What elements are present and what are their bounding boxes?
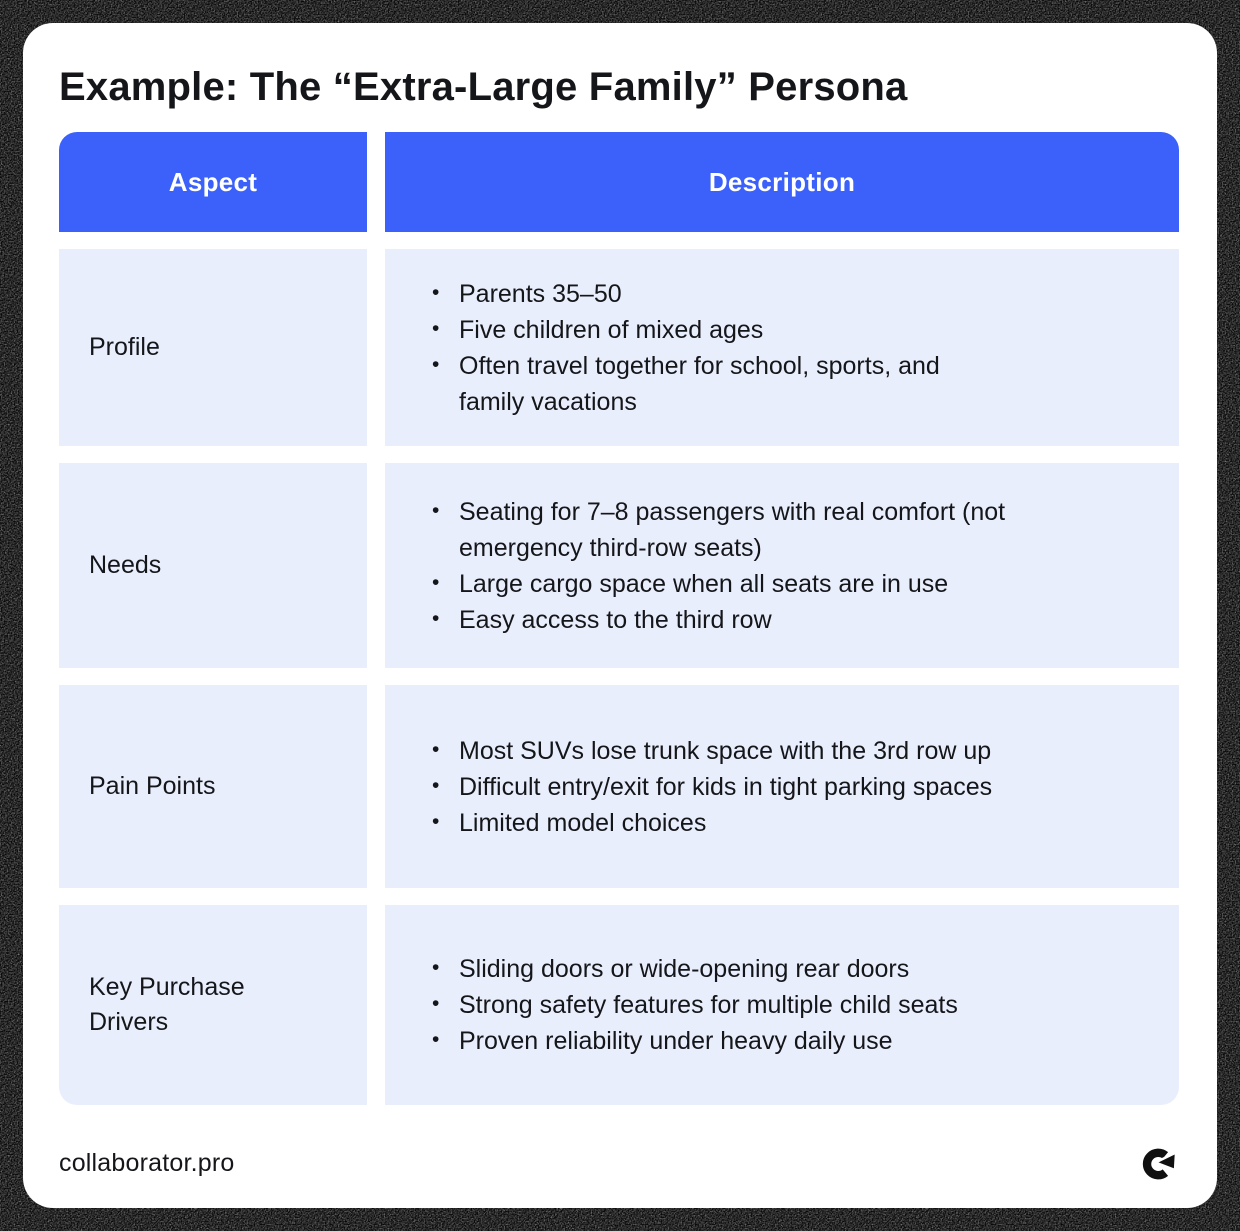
bullet-list: Most SUVs lose trunk space with the 3rd … [385,732,992,841]
aspect-cell: Needs [59,463,367,668]
bullet-item: Easy access to the third row [429,601,1005,638]
collaborator-logo-icon [1142,1148,1178,1180]
bullet-list: Seating for 7–8 passengers with real com… [385,493,1005,638]
bullet-item: Large cargo space when all seats are in … [429,565,1005,602]
bullet-item: Limited model choices [429,804,992,841]
persona-table: Aspect Description Profile Parents 35–50… [59,132,1179,1105]
bullet-item: Seating for 7–8 passengers with real com… [429,493,1005,566]
document-card: Example: The “Extra-Large Family” Person… [23,23,1217,1208]
description-cell: Sliding doors or wide-opening rear doors… [385,905,1179,1105]
aspect-label: Key Purchase Drivers [89,973,245,1036]
bullet-item: Five children of mixed ages [429,311,940,348]
column-header-description: Description [385,132,1179,232]
brand-link[interactable]: collaborator.pro [59,1148,235,1177]
aspect-label: Profile [89,333,160,361]
bullet-list: Sliding doors or wide-opening rear doors… [385,950,958,1059]
page-title: Example: The “Extra-Large Family” Person… [59,65,908,109]
aspect-cell: Profile [59,249,367,446]
column-header-aspect: Aspect [59,132,367,232]
bullet-item: Most SUVs lose trunk space with the 3rd … [429,732,992,769]
bullet-list: Parents 35–50Five children of mixed ages… [385,275,940,420]
aspect-label: Pain Points [89,772,216,800]
description-cell: Parents 35–50Five children of mixed ages… [385,249,1179,446]
aspect-label: Needs [89,551,162,579]
aspect-cell: Pain Points [59,685,367,888]
aspect-cell: Key Purchase Drivers [59,905,367,1105]
bullet-item: Sliding doors or wide-opening rear doors [429,950,958,987]
bullet-item: Proven reliability under heavy daily use [429,1022,958,1059]
bullet-item: Strong safety features for multiple chil… [429,986,958,1023]
description-cell: Seating for 7–8 passengers with real com… [385,463,1179,668]
bullet-item: Often travel together for school, sports… [429,347,940,420]
bullet-item: Difficult entry/exit for kids in tight p… [429,768,992,805]
footer: collaborator.pro [59,1144,1179,1182]
description-cell: Most SUVs lose trunk space with the 3rd … [385,685,1179,888]
bullet-item: Parents 35–50 [429,275,940,312]
